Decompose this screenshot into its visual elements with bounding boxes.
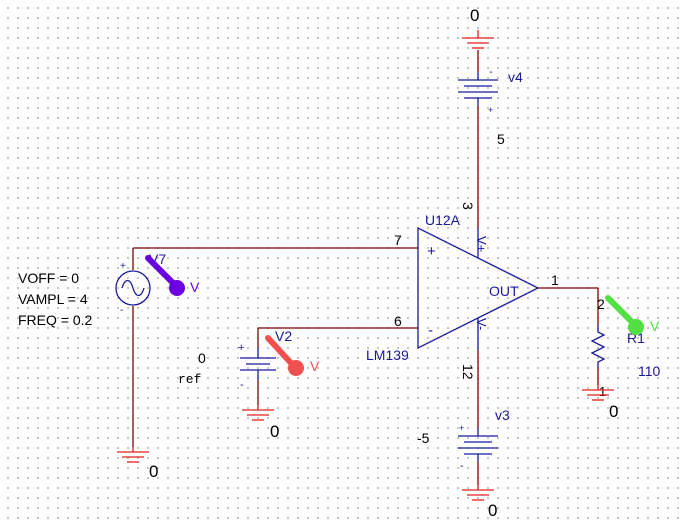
v2-ref-text: ref: [178, 372, 201, 387]
v4-name: v4: [508, 69, 523, 85]
opamp-pin-vplus: 3: [460, 202, 476, 210]
v3-value: -5: [417, 430, 430, 446]
opamp-minus-sign: -: [428, 322, 433, 339]
v4-plus-sign: +: [488, 105, 493, 115]
probe-stem: [265, 335, 294, 366]
ground-r1-label: 0: [609, 402, 618, 421]
voltage-probe-r1[interactable]: V: [605, 295, 660, 335]
r1-pin-top: 2: [597, 296, 605, 312]
r1-zigzag: [590, 325, 606, 368]
opamp-plus-sign: +: [427, 243, 436, 260]
v3-name: v3: [495, 407, 510, 423]
probe-label: V: [310, 358, 320, 374]
v4-node-label: 5: [497, 131, 505, 147]
v7-plus-sign: +: [120, 261, 126, 272]
v3-minus-sign: -: [460, 460, 464, 472]
opamp-ref-label: U12A: [425, 212, 461, 228]
opamp-part-label: LM139: [366, 347, 409, 363]
ground-top-label: 0: [470, 6, 479, 25]
opamp-pin-in-minus: 6: [394, 313, 402, 329]
probe-stem: [605, 295, 635, 325]
opamp-pin-out: 1: [551, 272, 559, 288]
v2-plus-sign: +: [238, 342, 244, 354]
v7-circle: [115, 270, 151, 306]
sine-wave-icon: [121, 279, 145, 297]
v3-dc-source[interactable]: + - v3 -5: [417, 407, 510, 472]
probe-stem: [145, 255, 177, 287]
opamp-vminus-label: V-: [474, 318, 489, 330]
r1-value: 110: [638, 363, 661, 379]
v7-param-voff: VOFF = 0: [18, 270, 79, 286]
probe-label: V: [190, 279, 200, 295]
r1-name: R1: [627, 330, 645, 346]
v7-sine-source[interactable]: + - V7 VOFF = 0 VAMPL = 4 FREQ = 0.2: [18, 251, 166, 328]
opamp-pin-in-plus: 7: [394, 232, 402, 248]
opamp-pin-vminus: 12: [460, 364, 476, 380]
r1-resistor[interactable]: R1 110 2 1: [590, 296, 661, 399]
voltage-probe-v2[interactable]: V: [265, 335, 320, 376]
ground-v2-label: 0: [270, 422, 279, 441]
ground-v7[interactable]: 0: [117, 447, 158, 481]
opamp-u12a[interactable]: U12A LM139 + - OUT V+ V- 7 6 1 3 12: [366, 202, 559, 380]
v4-minus-sign: -: [489, 66, 493, 78]
probe-head-icon: [288, 360, 304, 376]
v4-dc-source[interactable]: - + v4 5: [458, 66, 523, 147]
v2-value: 0: [198, 350, 206, 366]
v7-param-vampl: VAMPL = 4: [18, 291, 88, 307]
ground-top[interactable]: 0: [462, 6, 494, 49]
v7-minus-sign: -: [120, 305, 123, 316]
v7-param-freq: FREQ = 0.2: [18, 312, 93, 328]
ground-v3[interactable]: 0: [462, 485, 497, 520]
v2-dc-source[interactable]: + - V2 0 ref: [178, 328, 292, 391]
r1-pin-bottom: 1: [599, 384, 606, 399]
voltage-probe-v7[interactable]: V: [145, 255, 200, 296]
ground-v7-label: 0: [149, 462, 158, 481]
v2-minus-sign: -: [240, 379, 244, 391]
opamp-out-label: OUT: [489, 283, 519, 299]
v3-plus-sign: +: [459, 423, 464, 433]
v2-name: V2: [275, 328, 292, 344]
wires: [132, 50, 599, 485]
ground-r1[interactable]: 0: [582, 385, 618, 421]
probe-label: V: [650, 318, 660, 334]
probe-head-icon: [169, 280, 185, 296]
opamp-vplus-label: V+: [474, 236, 489, 252]
ground-v2[interactable]: 0: [242, 405, 279, 441]
probe-head-icon: [628, 319, 644, 335]
ground-v3-label: 0: [488, 501, 497, 520]
